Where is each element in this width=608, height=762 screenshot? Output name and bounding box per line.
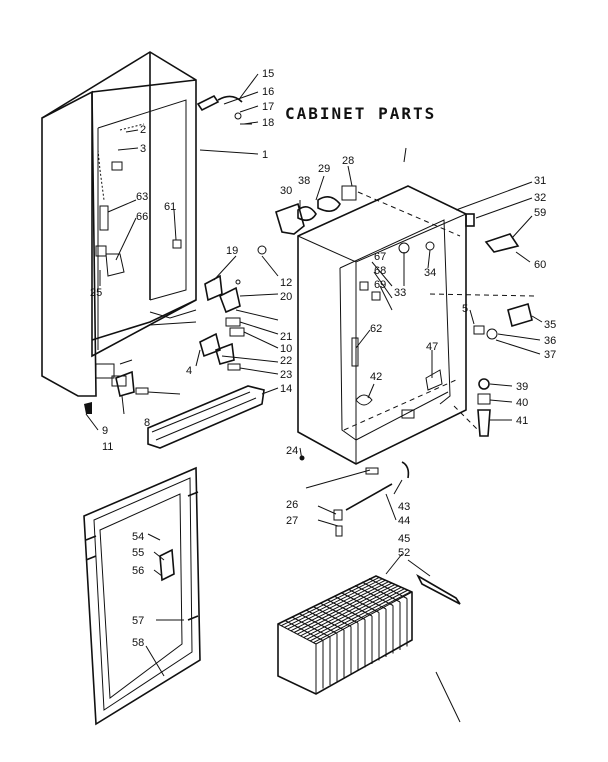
- part-number-60: 60: [534, 259, 546, 271]
- part-number-32: 32: [534, 192, 546, 204]
- door-gasket-frame: [83, 466, 201, 726]
- part-number-30: 30: [280, 185, 292, 197]
- part-number-39: 39: [516, 381, 528, 393]
- part-number-35: 35: [544, 319, 556, 331]
- top-hinge-parts: [196, 94, 252, 125]
- part-number-5: 5: [462, 303, 468, 315]
- part-number-36: 36: [544, 335, 556, 347]
- part-number-69: 69: [374, 279, 386, 291]
- part-number-21: 21: [280, 331, 292, 343]
- part-number-54: 54: [132, 531, 144, 543]
- part-number-18: 18: [262, 117, 274, 129]
- part-number-55: 55: [132, 547, 144, 559]
- part-number-40: 40: [516, 397, 528, 409]
- part-number-62: 62: [370, 323, 382, 335]
- part-number-57: 57: [132, 615, 144, 627]
- part-number-52: 52: [398, 547, 410, 559]
- left-cabinet-shell: [41, 51, 197, 414]
- part-number-25: 25: [90, 287, 102, 299]
- part-number-43: 43: [398, 501, 410, 513]
- diagram-title: CABINET PARTS: [285, 104, 437, 123]
- right-cabinet-shell: [297, 185, 467, 465]
- part-number-34: 34: [424, 267, 436, 279]
- drain-tube-parts: [299, 455, 410, 537]
- part-number-31: 31: [534, 175, 546, 187]
- part-number-45: 45: [398, 533, 410, 545]
- part-number-63: 63: [136, 191, 148, 203]
- part-number-17: 17: [262, 101, 274, 113]
- leader-lines: [85, 73, 543, 723]
- part-number-38: 38: [298, 175, 310, 187]
- part-number-56: 56: [132, 565, 144, 577]
- part-number-28: 28: [342, 155, 354, 167]
- part-number-59: 59: [534, 207, 546, 219]
- part-number-8: 8: [144, 417, 150, 429]
- part-number-2: 2: [140, 124, 146, 136]
- center-bracket-parts: [199, 245, 267, 371]
- part-number-20: 20: [280, 291, 292, 303]
- part-number-58: 58: [132, 637, 144, 649]
- part-number-19: 19: [226, 245, 238, 257]
- part-number-4: 4: [186, 365, 192, 377]
- wire-basket: [277, 573, 461, 695]
- part-number-labels: 1234589101112141516171819202122232425262…: [90, 68, 556, 649]
- part-number-12: 12: [280, 277, 292, 289]
- light-assembly: [275, 185, 357, 235]
- part-number-61: 61: [164, 201, 176, 213]
- part-number-16: 16: [262, 86, 274, 98]
- part-number-9: 9: [102, 425, 108, 437]
- door-handle: [147, 385, 265, 449]
- part-number-33: 33: [394, 287, 406, 299]
- part-number-37: 37: [544, 349, 556, 361]
- part-number-27: 27: [286, 515, 298, 527]
- part-number-22: 22: [280, 355, 292, 367]
- bottom-left-parts: [115, 359, 149, 398]
- part-number-24: 24: [286, 445, 298, 457]
- part-number-67: 67: [374, 251, 386, 263]
- part-number-68: 68: [374, 265, 386, 277]
- part-number-41: 41: [516, 415, 528, 427]
- part-number-42: 42: [370, 371, 382, 383]
- part-number-1: 1: [262, 149, 268, 161]
- part-number-10: 10: [280, 343, 292, 355]
- part-number-23: 23: [280, 369, 292, 381]
- right-side-parts: [465, 213, 533, 437]
- part-number-44: 44: [398, 515, 410, 527]
- part-number-47: 47: [426, 341, 438, 353]
- part-number-26: 26: [286, 499, 298, 511]
- part-number-66: 66: [136, 211, 148, 223]
- part-number-14: 14: [280, 383, 292, 395]
- part-number-11: 11: [102, 441, 113, 453]
- part-number-29: 29: [318, 163, 330, 175]
- part-number-3: 3: [140, 143, 146, 155]
- part-number-15: 15: [262, 68, 274, 80]
